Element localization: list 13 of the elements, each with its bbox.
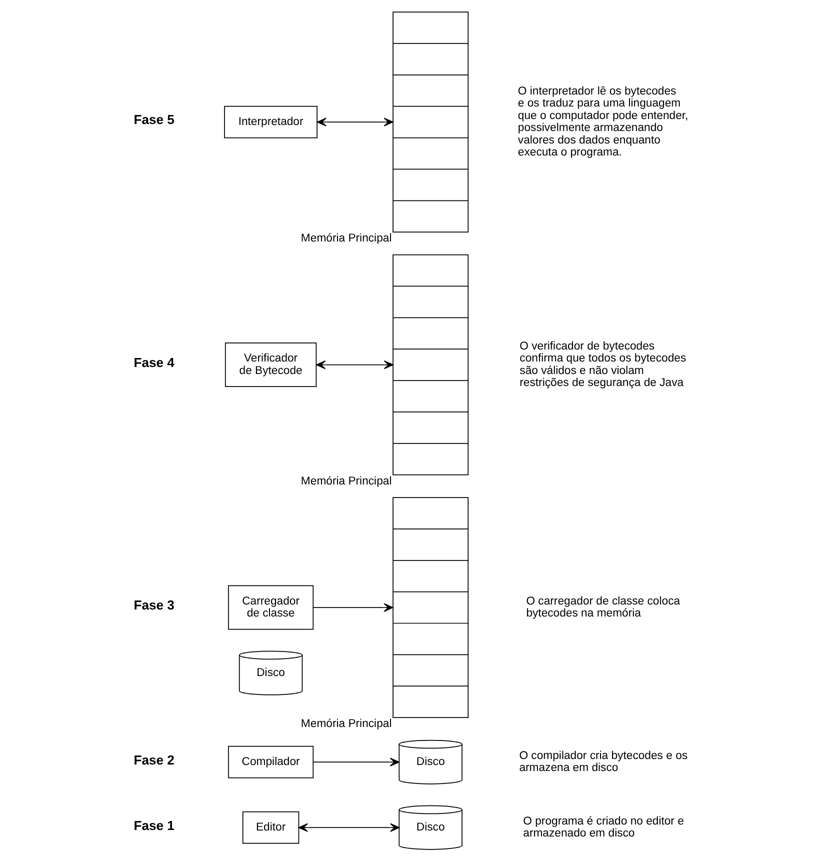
label: Fase 5 bbox=[134, 112, 174, 128]
label: Fase 3 bbox=[134, 598, 174, 613]
label: Fase 2 bbox=[134, 752, 174, 768]
node-label: Memória Principal bbox=[300, 718, 392, 730]
label: O programa é criado no editor e armazenado em disco bbox=[523, 815, 684, 840]
label: O compilador cria bytecodes e os armazena em disco bbox=[519, 750, 688, 774]
label: O verificador de bytecodes confirma que todos os bytecodes são válidos e não violam restrições de segurança de Java bbox=[520, 340, 686, 390]
label: O carregador de classe coloca bytecodes na memória bbox=[526, 595, 680, 620]
label: O interpretador lê os bytecodes e os traduz para uma linguagem que o computador pode entender, possivelmente armazenando valores dos dados enquanto executa o programa. bbox=[518, 85, 688, 159]
label: Fase 4 bbox=[134, 354, 174, 370]
node-label: Memória Principal bbox=[300, 475, 392, 488]
label: Fase 1 bbox=[134, 818, 174, 833]
node-label: Memória Principal bbox=[300, 232, 392, 245]
